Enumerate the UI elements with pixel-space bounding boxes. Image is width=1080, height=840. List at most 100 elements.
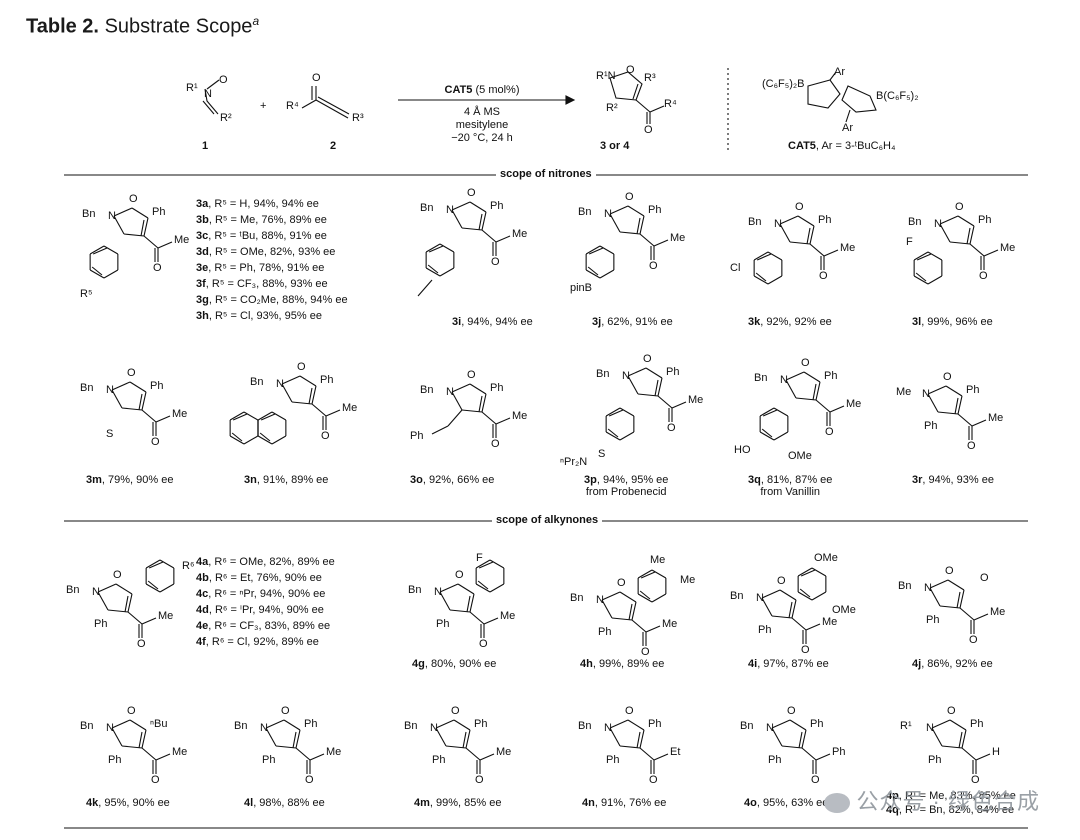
bond xyxy=(478,213,483,231)
bond xyxy=(815,399,831,413)
bond xyxy=(753,275,769,285)
bond xyxy=(927,275,943,285)
bond xyxy=(91,266,103,276)
bond xyxy=(639,590,651,600)
bond xyxy=(961,729,967,749)
entry-4j: 4j, 86%, 92% ee xyxy=(912,658,993,670)
bond xyxy=(959,589,965,609)
bond xyxy=(781,745,803,749)
bond xyxy=(283,719,301,731)
atom-o: O xyxy=(649,260,658,272)
atom-ph: Ph xyxy=(928,754,942,766)
atom-npr2n: ⁿPr₂N xyxy=(560,456,588,468)
bond xyxy=(295,729,301,749)
list-item: 3a, R⁵ = H, 94%, 94% ee xyxy=(196,198,319,210)
atom-ph: Ph xyxy=(832,746,846,758)
bond xyxy=(651,569,667,579)
atom-me: Me xyxy=(500,610,516,622)
atom-o: O xyxy=(801,644,810,656)
bond xyxy=(636,217,641,235)
atom-o: O xyxy=(641,646,650,658)
label-o: O xyxy=(219,74,228,86)
bond xyxy=(481,411,497,425)
bond xyxy=(311,403,327,417)
atom-bn: Bn xyxy=(754,372,768,384)
bond xyxy=(159,583,175,593)
bond xyxy=(587,266,599,276)
bond xyxy=(801,747,817,761)
atom-n: N xyxy=(604,208,612,220)
bond xyxy=(159,559,175,569)
bond xyxy=(619,591,637,603)
bond xyxy=(779,223,791,243)
bond xyxy=(601,599,613,619)
entry-note: from Probenecid xyxy=(585,486,667,498)
bond xyxy=(259,432,271,442)
atom-o: O xyxy=(153,262,162,274)
bond xyxy=(465,729,471,749)
bond xyxy=(292,731,297,749)
atom-o: O xyxy=(491,256,500,268)
atom-o: O xyxy=(643,353,652,365)
atom-n: N xyxy=(92,586,100,598)
atom-ph: Ph xyxy=(474,718,488,730)
atom-ph: Ph xyxy=(810,718,824,730)
bond xyxy=(311,385,317,405)
bond xyxy=(265,719,285,729)
bond xyxy=(811,591,827,601)
entry-note: from Vanillin xyxy=(760,486,821,498)
atom-ph: Ph xyxy=(978,214,992,226)
atom-ph: Ph xyxy=(648,718,662,730)
bond xyxy=(155,415,171,423)
atom-ph: Ph xyxy=(94,618,108,630)
bond xyxy=(111,389,123,409)
bond xyxy=(483,617,499,625)
atom-ph: Ph xyxy=(304,718,318,730)
cat-ar-bottom: Ar xyxy=(842,122,853,134)
atom-n: N xyxy=(108,210,116,222)
bond xyxy=(599,245,615,255)
list-item: 3e, R⁵ = Ph, 78%, 91% ee xyxy=(196,262,325,274)
bond xyxy=(779,215,799,225)
atom-me: Me xyxy=(840,242,856,254)
bond xyxy=(954,397,959,415)
bond xyxy=(295,747,311,761)
atom-nbu: ⁿBu xyxy=(150,718,168,730)
atom-bn: Bn xyxy=(578,206,592,218)
atom-me: Me xyxy=(680,574,696,586)
atom-o: O xyxy=(451,705,460,717)
bond xyxy=(281,375,301,385)
bond xyxy=(913,251,929,261)
bond xyxy=(627,375,639,395)
atom-o: O xyxy=(113,569,122,581)
bond xyxy=(469,611,485,625)
list-item: 4a, R⁶ = OMe, 82%, 89% ee xyxy=(196,556,335,568)
entry-4o: 4o, 95%, 63% ee xyxy=(744,797,829,809)
bond xyxy=(439,243,455,253)
bond xyxy=(495,417,511,425)
entry-3n: 3n, 91%, 89% ee xyxy=(244,474,329,486)
bond xyxy=(947,579,965,591)
atom-ph: Ph xyxy=(320,374,334,386)
bond xyxy=(111,719,131,729)
bond xyxy=(657,377,663,397)
atom-bn: Bn xyxy=(408,584,422,596)
entry-3l: 3l, 99%, 96% ee xyxy=(912,316,993,328)
bond xyxy=(427,264,439,274)
entry-4n: 4n, 91%, 76% ee xyxy=(582,797,667,809)
bond xyxy=(89,245,105,255)
atom-o: O xyxy=(649,774,658,786)
bond xyxy=(973,613,989,621)
bond xyxy=(111,727,123,747)
bond xyxy=(489,583,505,593)
atom-bn: Bn xyxy=(80,382,94,394)
bond xyxy=(585,245,601,255)
bond xyxy=(138,731,143,749)
bond xyxy=(785,379,797,399)
list-item: 3b, R⁵ = Me, 76%, 89% ee xyxy=(196,214,327,226)
bond xyxy=(461,227,483,231)
atom-bn: Bn xyxy=(250,376,264,388)
atom-n: N xyxy=(106,384,114,396)
bond xyxy=(969,225,975,245)
atom-n: N xyxy=(622,370,630,382)
